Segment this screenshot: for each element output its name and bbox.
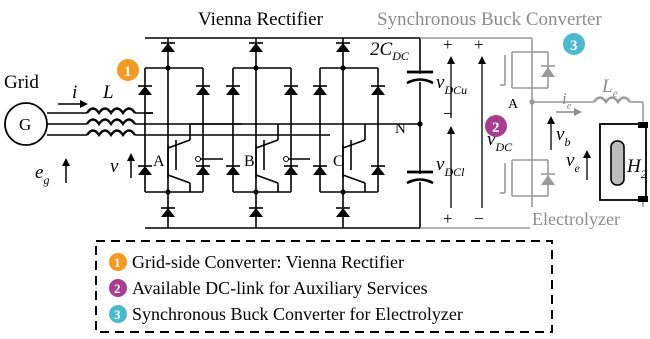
- phase-c-label: C: [333, 153, 344, 170]
- legend-item-1: 1 Grid-side Converter: Vienna Rectifier: [109, 252, 404, 272]
- svg-text:3: 3: [114, 307, 121, 322]
- rectifier-leg-a: [138, 38, 223, 228]
- le-label: Le: [601, 76, 619, 100]
- svg-text:2: 2: [492, 120, 500, 136]
- current-label: i: [72, 82, 77, 103]
- vb-label: vb: [556, 124, 570, 149]
- h2-label: H2: [626, 156, 647, 181]
- rectifier-leg-c: [313, 38, 385, 228]
- ve-label: ve: [566, 150, 580, 175]
- phase-a-label: A: [153, 153, 165, 170]
- legend-box: [95, 240, 553, 333]
- switch-node-label: A: [508, 97, 519, 112]
- svg-text:1: 1: [124, 64, 132, 80]
- neutral-label: N: [395, 121, 406, 137]
- electrolyzer-box: [599, 123, 647, 201]
- grid-inductors: [86, 107, 136, 138]
- svg-text:3: 3: [570, 38, 578, 54]
- electrolyzer-cell: [610, 140, 625, 186]
- legend-text-2: Available DC-link for Auxiliary Services: [132, 278, 428, 298]
- badge-buck: 3: [563, 33, 585, 55]
- grid-label: Grid: [4, 72, 39, 93]
- phase-lines: [47, 112, 87, 136]
- buck-converter-title: Synchronous Buck Converter: [377, 9, 602, 30]
- phase-b-label: B: [244, 153, 255, 170]
- legend-item-2: 2 Available DC-link for Auxiliary Servic…: [109, 278, 428, 298]
- badge-vienna: 1: [117, 59, 139, 81]
- vdcl-plus: +: [443, 209, 453, 228]
- rectifier-leg-b: [226, 38, 310, 228]
- badge-dc-link: 2: [485, 115, 507, 137]
- phase-voltage-label: v: [110, 156, 119, 177]
- legend-text-3: Synchronous Buck Converter for Electroly…: [132, 304, 463, 324]
- grid-source-label: G: [19, 115, 31, 134]
- vdc-plus: +: [474, 35, 484, 54]
- vdcl-minus: −: [443, 104, 453, 123]
- legend-text-1: Grid-side Converter: Vienna Rectifier: [132, 252, 404, 272]
- vdc-minus: −: [474, 209, 484, 228]
- electrolyzer-title: Electrolyzer: [532, 209, 620, 229]
- vdcl-label: vDCl: [436, 154, 465, 179]
- junction-dots: [165, 65, 423, 195]
- legend-item-3: 3 Synchronous Buck Converter for Electro…: [109, 304, 463, 324]
- vdcu-plus: +: [443, 35, 453, 54]
- vienna-rectifier-title: Vienna Rectifier: [198, 9, 324, 30]
- vdc-label: vDC: [487, 129, 513, 154]
- eg-label: eg: [35, 162, 49, 187]
- inductor-label: L: [102, 82, 114, 103]
- capacitor-label: 2CDC: [370, 39, 410, 63]
- svg-text:1: 1: [114, 255, 121, 270]
- ie-label: ie: [562, 89, 572, 112]
- vdcu-label: vDCu: [436, 72, 467, 97]
- svg-text:2: 2: [114, 281, 121, 296]
